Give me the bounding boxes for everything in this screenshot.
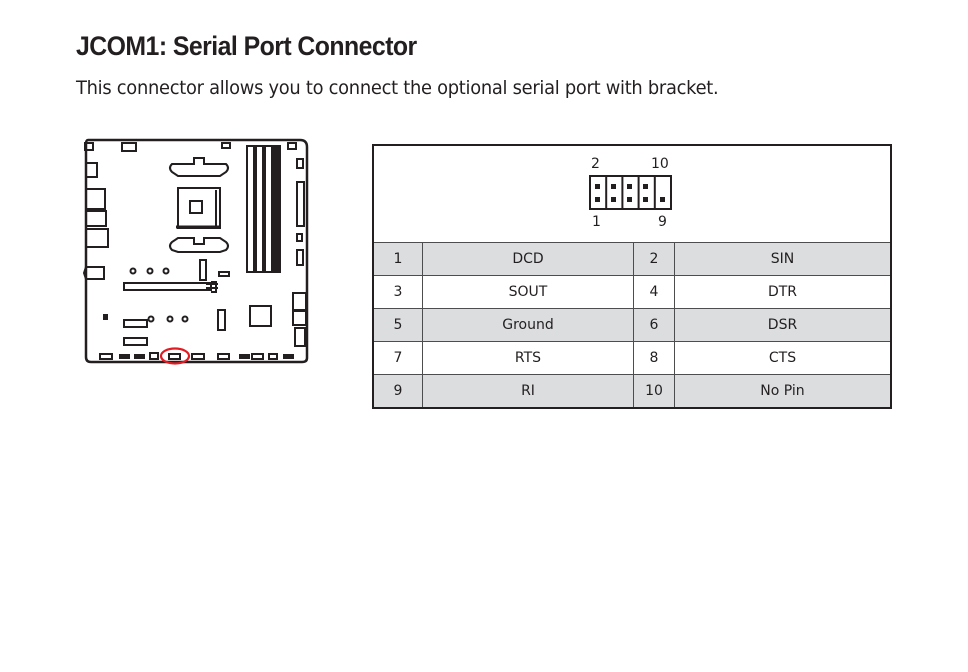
pin-number: 6	[633, 308, 675, 342]
pin-label-bottom-right: 9	[658, 214, 667, 230]
jcom1-highlight-ring	[159, 347, 191, 365]
io-port	[85, 188, 106, 210]
bottom-header	[268, 353, 278, 360]
signal-name: SOUT	[422, 275, 634, 309]
lower-connector	[123, 337, 148, 346]
right-connector	[294, 327, 306, 347]
dimm-slot	[264, 145, 273, 273]
pcie-slot	[123, 282, 212, 291]
cpu-socket-center	[189, 200, 203, 214]
heatsink-top	[169, 157, 229, 177]
io-port	[85, 228, 109, 248]
pin-number: 8	[633, 341, 675, 375]
io-port	[82, 266, 105, 280]
chipset	[249, 305, 272, 327]
signal-name: CTS	[674, 341, 892, 375]
signal-name: DTR	[674, 275, 892, 309]
signal-name: DCD	[422, 242, 634, 276]
pin-number: 7	[372, 341, 423, 375]
connector-description: This connector allows you to connect the…	[76, 77, 719, 99]
motherboard-diagram	[82, 138, 309, 365]
bottom-header	[99, 353, 113, 360]
bottom-header	[217, 353, 230, 360]
table-row: 3 SOUT 4 DTR	[372, 275, 892, 309]
io-port	[84, 142, 94, 151]
signal-name: No Pin	[674, 374, 892, 409]
lower-connector	[123, 319, 148, 328]
right-connector	[292, 292, 307, 311]
cpu-socket	[177, 187, 221, 229]
dimm-slot	[273, 145, 281, 273]
dimm-slot	[255, 145, 264, 273]
table-row: 1 DCD 2 SIN	[372, 242, 892, 276]
right-connector	[296, 181, 305, 227]
bottom-header	[134, 354, 145, 359]
table-row: 9 RI 10 No Pin	[372, 374, 892, 409]
pin-number: 5	[372, 308, 423, 342]
pin-number: 2	[633, 242, 675, 276]
right-connector	[296, 158, 304, 169]
pin-label-top-right: 10	[651, 156, 669, 172]
page-title: JCOM1: Serial Port Connector	[76, 31, 417, 61]
bottom-header	[283, 354, 294, 359]
small-connector	[103, 314, 108, 320]
serial-header-icon	[589, 175, 672, 210]
top-connector	[287, 142, 297, 150]
pin-number: 9	[372, 374, 423, 409]
signal-name: RI	[422, 374, 634, 409]
right-connector	[296, 249, 304, 266]
table-row: 5 Ground 6 DSR	[372, 308, 892, 342]
small-connector	[218, 271, 230, 277]
bottom-header	[239, 354, 250, 359]
pin-number: 1	[372, 242, 423, 276]
pin-number: 4	[633, 275, 675, 309]
bottom-header	[119, 354, 130, 359]
pin-label-top-left: 2	[591, 156, 600, 172]
pin-header-diagram: 2 10	[587, 156, 677, 232]
m2-slot-2	[217, 309, 226, 331]
bottom-header	[191, 353, 205, 360]
signal-name: SIN	[674, 242, 892, 276]
pin-number: 3	[372, 275, 423, 309]
pin-definition-table: 2 10	[372, 144, 892, 409]
signal-name: RTS	[422, 341, 634, 375]
pin-number: 10	[633, 374, 675, 409]
top-connector	[221, 142, 231, 149]
right-connector	[296, 233, 303, 242]
pin-header-cell: 2 10	[372, 144, 892, 243]
right-connector	[292, 310, 307, 326]
pin-label-bottom-left: 1	[592, 214, 601, 230]
bottom-header	[251, 353, 264, 360]
io-port	[85, 162, 98, 178]
top-connector	[121, 142, 137, 152]
signal-name: Ground	[422, 308, 634, 342]
pin-header-row: 2 10	[372, 144, 892, 243]
table-row: 7 RTS 8 CTS	[372, 341, 892, 375]
m2-slot	[199, 259, 207, 281]
io-port	[85, 210, 107, 227]
heatsink-bottom	[169, 237, 229, 253]
jcom1-connector	[168, 353, 181, 360]
signal-name: DSR	[674, 308, 892, 342]
bottom-header	[149, 352, 159, 360]
dimm-slot	[246, 145, 255, 273]
